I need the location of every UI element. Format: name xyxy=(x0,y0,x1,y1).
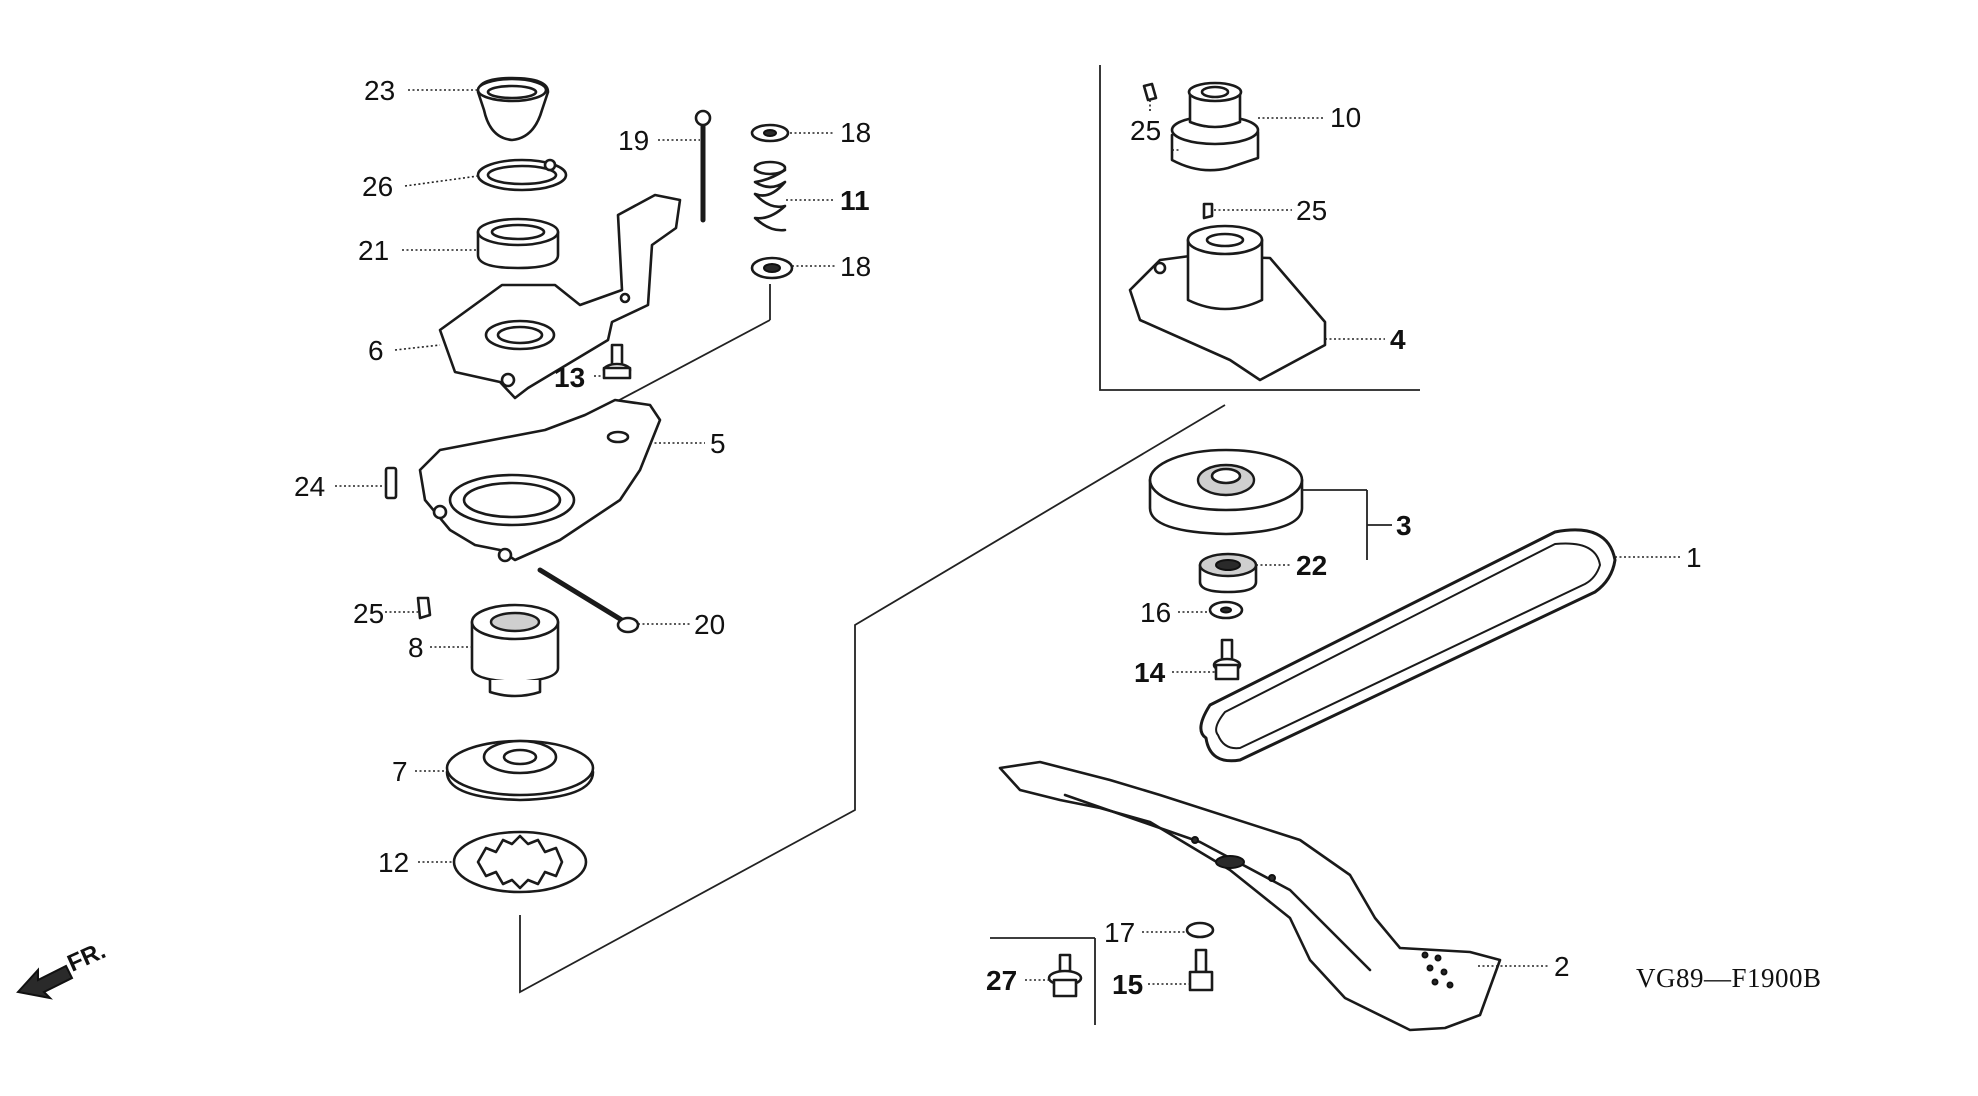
callout-4: 4 xyxy=(1390,324,1406,355)
part-25-key-left xyxy=(416,596,432,620)
part-3-pulley xyxy=(1148,448,1304,536)
part-13-bolt xyxy=(602,343,632,380)
part-22-bearing xyxy=(1198,552,1258,594)
part-19-pin xyxy=(694,109,712,223)
callout-3: 3 xyxy=(1396,510,1412,541)
callout-23: 23 xyxy=(364,75,395,106)
part-17-washer xyxy=(1185,921,1215,939)
callout-8: 8 xyxy=(408,632,424,663)
part-15-bolt xyxy=(1188,948,1214,992)
callout-19: 19 xyxy=(618,125,649,156)
callout-24: 24 xyxy=(294,471,325,502)
part-1-belt xyxy=(1199,528,1617,763)
leader-lines xyxy=(335,89,1680,985)
front-label: FR. xyxy=(63,937,109,977)
callout-26: 26 xyxy=(362,171,393,202)
callout-1: 1 xyxy=(1686,542,1702,573)
callout-10: 10 xyxy=(1330,102,1361,133)
callout-18-bottom: 18 xyxy=(840,251,871,282)
callout-2: 2 xyxy=(1554,951,1570,982)
callout-6: 6 xyxy=(368,335,384,366)
callout-17: 17 xyxy=(1104,917,1135,948)
callout-27: 27 xyxy=(986,965,1017,996)
callout-22: 22 xyxy=(1296,550,1327,581)
callout-18-top: 18 xyxy=(840,117,871,148)
callout-12: 12 xyxy=(378,847,409,878)
callout-5: 5 xyxy=(710,428,726,459)
part-4-adapter xyxy=(1128,224,1327,382)
callout-11: 11 xyxy=(840,185,870,216)
part-10-pulley xyxy=(1170,81,1260,172)
part-18-washer-bottom xyxy=(750,256,794,280)
callout-7: 7 xyxy=(392,756,408,787)
part-12-lock-washer xyxy=(452,830,588,894)
callout-21: 21 xyxy=(358,235,389,266)
part-14-bolt xyxy=(1212,638,1242,681)
part-18-washer-top xyxy=(750,123,790,143)
callout-14: 14 xyxy=(1134,657,1166,688)
callout-20: 20 xyxy=(694,609,725,640)
assembly-guide-lines xyxy=(519,65,1420,1025)
part-6-bracket xyxy=(438,193,682,400)
callout-13: 13 xyxy=(554,362,585,393)
part-7-disc xyxy=(445,739,595,802)
part-26-clip-ring xyxy=(476,158,568,192)
part-25-key-mid xyxy=(1202,202,1214,220)
part-2-blade xyxy=(998,760,1502,1032)
callout-25-top: 25 xyxy=(1130,115,1161,146)
part-27-bolt xyxy=(1047,953,1083,998)
part-11-spring xyxy=(753,160,787,232)
part-5-housing xyxy=(418,398,662,563)
callout-labels: 23 26 21 6 13 19 18 11 18 5 24 25 20 8 7… xyxy=(294,75,1702,1000)
part-23-bushing xyxy=(476,76,550,142)
part-25-key-top xyxy=(1142,82,1158,102)
part-8-drum xyxy=(470,603,560,698)
callout-25-mid: 25 xyxy=(1296,195,1327,226)
part-20-rod xyxy=(537,567,640,634)
front-direction-arrow: FR. xyxy=(16,937,110,1000)
callout-25-left: 25 xyxy=(353,598,384,629)
diagram-code: VG89—F1900B xyxy=(1636,963,1822,993)
part-24-key xyxy=(384,466,398,500)
callout-15: 15 xyxy=(1112,969,1143,1000)
part-16-washer xyxy=(1208,600,1244,620)
callout-16: 16 xyxy=(1140,597,1171,628)
part-21-bearing xyxy=(476,217,560,270)
